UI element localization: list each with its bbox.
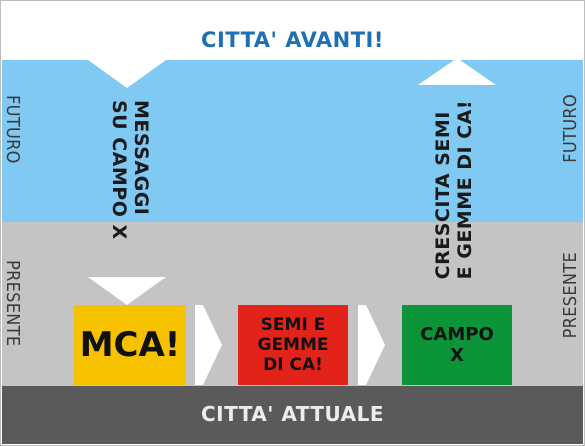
semi-gemme-box-label: SEMI E GEMME DI CA! xyxy=(257,315,329,375)
messages-vertical-label: MESSAGGI SU CAMPO X xyxy=(108,100,152,240)
bottom-title: CITTA' ATTUALE xyxy=(200,402,385,426)
bottom-band xyxy=(2,386,583,444)
mca-box: MCA! xyxy=(74,305,186,385)
campo-x-box: CAMPO X xyxy=(402,305,512,385)
arrow-down-top xyxy=(88,60,166,88)
chevron-right-2 xyxy=(358,305,385,385)
future-label-left: FUTURO xyxy=(2,95,23,164)
chevron-right-1 xyxy=(195,305,222,385)
present-label-left: PRESENTE xyxy=(2,260,23,347)
future-band xyxy=(2,60,583,222)
top-band xyxy=(2,2,583,60)
mca-box-label: MCA! xyxy=(79,325,181,365)
arrow-up-top xyxy=(418,58,496,85)
campo-x-box-label: CAMPO X xyxy=(420,324,494,366)
diagram-title: CITTA' AVANTI! xyxy=(201,28,384,52)
arrow-down-bottom xyxy=(88,277,166,305)
semi-gemme-box: SEMI E GEMME DI CA! xyxy=(238,305,348,385)
